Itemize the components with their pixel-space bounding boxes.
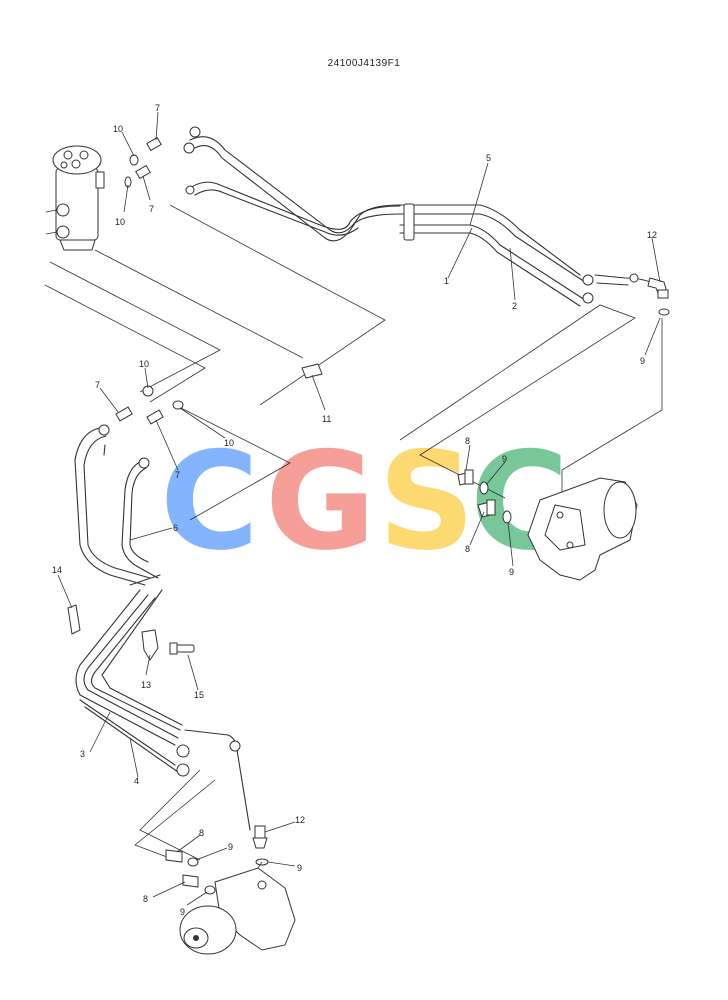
callout-5: 5 [486,153,491,163]
callout-8d: 8 [143,894,148,904]
callout-10a: 10 [113,124,123,134]
callout-9c: 9 [509,567,514,577]
frame-outline [44,204,636,521]
callout-8c: 8 [199,828,204,838]
callout-10c: 10 [139,359,149,369]
callout-7d: 7 [175,470,180,480]
upper-pipes [189,136,651,307]
elbow-fitting-top [647,277,669,299]
lower-motor [179,861,296,955]
callout-7c: 7 [95,380,100,390]
callout-8b: 8 [465,544,470,554]
callout-11: 11 [322,414,331,424]
left-fittings [115,126,323,425]
callout-12a: 12 [647,230,657,240]
callout-15: 15 [194,690,204,700]
callout-10b: 10 [115,217,125,227]
callout-14: 14 [52,565,62,575]
watermark: C G S C [160,423,569,580]
right-motor-fittings [457,469,512,524]
watermark-letter-c1: C [160,423,259,580]
callout-12b: 12 [295,815,305,825]
callout-9a: 9 [640,356,645,366]
callout-10d: 10 [224,438,234,448]
callout-7a: 7 [155,103,160,113]
drawing-code: 24100J4139F1 [327,58,401,69]
callout-9b: 9 [502,454,507,464]
leader-lines [57,111,661,906]
callout-3: 3 [80,749,85,759]
clamps [67,604,195,661]
callout-8a: 8 [465,436,470,446]
pipes-3-4 [75,589,251,831]
callouts: 7 10 7 10 5 12 1 2 9 10 7 11 10 8 9 7 6 … [52,103,657,917]
callout-1: 1 [444,276,449,286]
callout-2: 2 [512,301,517,311]
callout-4: 4 [134,776,139,786]
right-motor [527,308,670,581]
callout-9e: 9 [297,863,302,873]
callout-9d: 9 [228,842,233,852]
callout-7b: 7 [149,204,154,214]
lower-fittings [165,825,269,895]
control-valve [45,145,105,251]
watermark-letter-s: S [378,423,475,580]
watermark-letter-g: G [265,423,376,580]
pipes-6 [74,424,161,586]
callout-13: 13 [141,680,151,690]
callout-6: 6 [173,523,178,533]
callout-9f: 9 [180,907,185,917]
lower-frame-outline [134,769,216,861]
